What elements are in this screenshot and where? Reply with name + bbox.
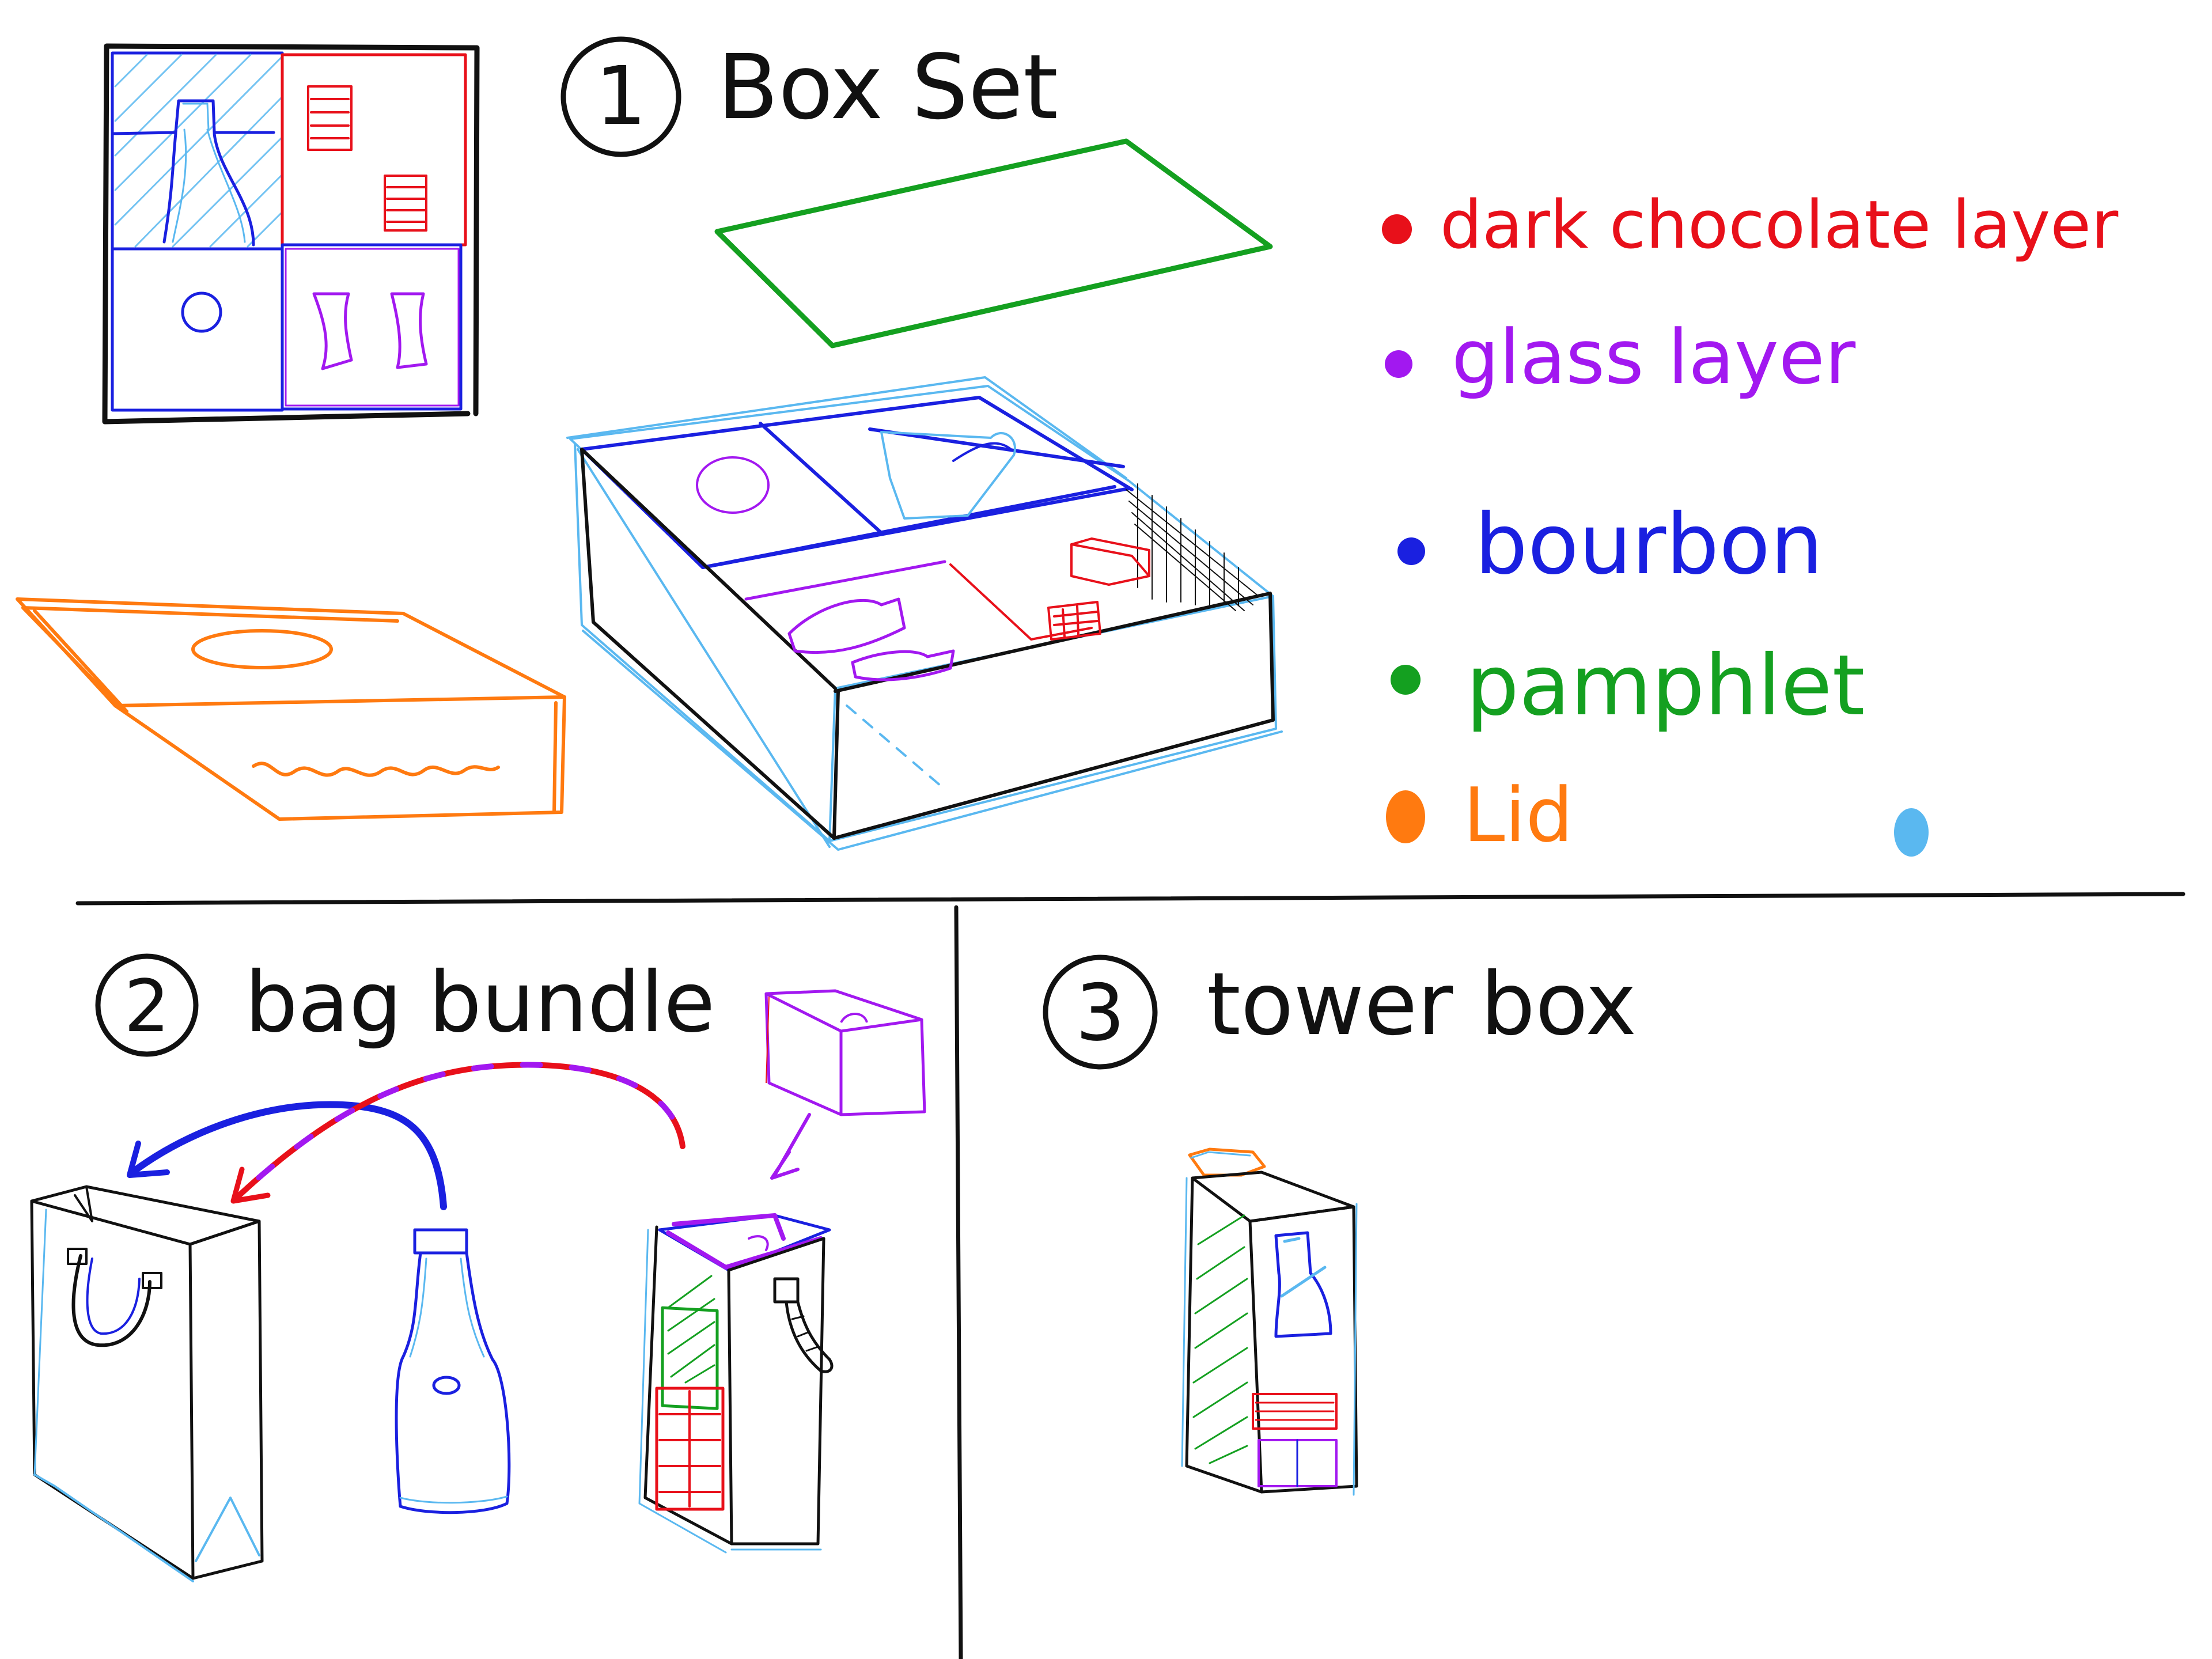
section-3-heading: 3 tower box xyxy=(1043,955,1637,1070)
section-3-title: tower box xyxy=(1207,955,1637,1055)
panel-dividers xyxy=(75,892,2186,1659)
vertical-divider xyxy=(954,905,963,1659)
bag-handle xyxy=(71,1254,151,1347)
bottle-slot-inner xyxy=(172,103,246,243)
glass-slot-right xyxy=(390,292,428,369)
chocolate-piece-1 xyxy=(307,85,353,151)
bourbon-arrow xyxy=(129,1101,447,1210)
glass-gift-box-sketch xyxy=(764,989,926,1116)
box-mesh-panel xyxy=(1126,483,1259,611)
legend-label-lid: Lid xyxy=(1463,771,1573,859)
tower-box-sketch xyxy=(1181,1147,1358,1496)
chocolate-piece-2 xyxy=(384,175,427,232)
box-round-slot xyxy=(696,456,770,514)
box-bottle-piece xyxy=(880,431,1016,520)
bag-arrows xyxy=(127,1062,811,1210)
top-view-frame xyxy=(102,43,480,425)
tower-pamphlet-panel xyxy=(1192,1214,1248,1464)
section-2-number: 2 xyxy=(124,965,170,1048)
legend-label-pamphlet: pamphlet xyxy=(1466,637,1865,734)
section-3-number-circle xyxy=(1043,955,1158,1070)
round-slot xyxy=(181,291,222,333)
chocolate-glass-arrow xyxy=(233,1062,685,1201)
legend-item-pamphlet: pamphlet xyxy=(1391,637,1865,734)
box-chocolate-pieces xyxy=(949,537,1150,641)
gift-box-chocolate-panel xyxy=(655,1387,725,1511)
legend-label-chocolate: dark chocolate layer xyxy=(1440,187,2119,264)
lid-logo-oval xyxy=(191,629,333,669)
legend: dark chocolate layer glass layer bourbon… xyxy=(1382,187,2119,859)
glass-compartment-inner xyxy=(285,248,460,407)
glass-compartment xyxy=(281,243,463,411)
legend-item-glass: glass layer xyxy=(1385,313,1856,401)
bourbon-bottle-sketch xyxy=(395,1228,511,1514)
legend-dot-bourbon xyxy=(1397,537,1425,565)
section-1-heading: 1 Box Set xyxy=(560,35,1058,157)
open-box-isometric xyxy=(566,376,1283,851)
tower-chocolate-panel xyxy=(1252,1393,1338,1430)
horizontal-divider xyxy=(75,892,2186,906)
tower-bottle-window xyxy=(1274,1231,1332,1338)
section-1-number-circle xyxy=(560,36,681,157)
legend-dot-lid xyxy=(1386,790,1425,843)
legend-item-bourbon: bourbon xyxy=(1397,496,1823,593)
box-top-view xyxy=(102,43,480,425)
legend-dot-pamphlet xyxy=(1391,665,1421,695)
shopping-bag-sketch xyxy=(30,1185,264,1582)
box-glass-piece xyxy=(787,597,906,654)
lid-sketch xyxy=(16,597,566,821)
legend-dot-box xyxy=(1894,808,1929,857)
gift-box-handle xyxy=(785,1300,834,1373)
legend-label-bourbon: bourbon xyxy=(1475,496,1823,593)
bourbon-compartment-hatch xyxy=(114,54,282,248)
pamphlet-sheet xyxy=(714,138,1273,349)
section-1-number: 1 xyxy=(595,50,646,143)
legend-item-lid: Lid xyxy=(1386,771,1573,859)
legend-label-glass: glass layer xyxy=(1452,313,1856,401)
gift-box-sketch xyxy=(638,1213,834,1554)
legend-dot-glass xyxy=(1385,350,1412,378)
bottle-slot-outline xyxy=(111,99,275,247)
legend-item-chocolate: dark chocolate layer xyxy=(1382,187,2119,264)
section-1-title: Box Set xyxy=(717,35,1058,139)
section-2-title: bag bundle xyxy=(245,954,715,1051)
glass-slot-left xyxy=(312,292,353,370)
section-2-number-circle xyxy=(95,953,199,1057)
section-2-heading: 2 bag bundle xyxy=(95,953,715,1057)
section-3-number: 3 xyxy=(1075,968,1125,1058)
lid-wavy-text xyxy=(252,762,500,777)
legend-item-box xyxy=(1894,808,1929,857)
legend-dot-chocolate xyxy=(1382,214,1412,244)
